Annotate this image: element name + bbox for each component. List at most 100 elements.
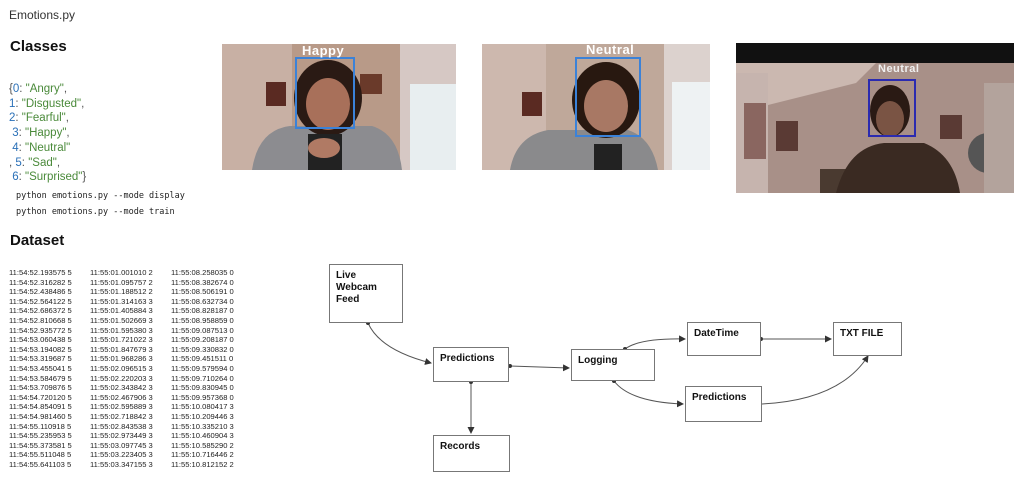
dataset-row: 11:55:09.208187 0 [171, 335, 234, 345]
dataset-row: 11:55:02.220203 3 [90, 373, 153, 383]
dataset-row: 11:54:52.316282 5 [9, 277, 72, 287]
dataset-row: 11:55:01.405884 3 [90, 306, 153, 316]
dataset-row: 11:54:53.455041 5 [9, 363, 72, 373]
dataset-row: 11:55:01.595380 3 [90, 325, 153, 335]
dataset-row: 11:54:55.373581 5 [9, 440, 72, 450]
dataset-row: 11:55:01.001010 2 [90, 268, 153, 277]
dataset-row: 11:54:54.981460 5 [9, 411, 72, 421]
emotion-label: Neutral [878, 63, 920, 75]
class-label: "Neutral" [25, 141, 71, 154]
webcam-frame-happy: Happy [222, 44, 456, 170]
dataset-row: 11:55:01.721022 3 [90, 335, 153, 345]
dataset-row: 11:54:54.854091 5 [9, 402, 72, 412]
flow-node-logging: Logging [571, 349, 655, 381]
dataset-row: 11:55:08.258035 0 [171, 268, 234, 277]
flow-node-predictions-log: Predictions [685, 386, 762, 422]
dataset-row: 11:55:02.467906 3 [90, 392, 153, 402]
dataset-row: 11:55:08.632734 0 [171, 296, 234, 306]
class-key: 0 [12, 83, 20, 95]
dataset-row: 11:55:02.343842 3 [90, 383, 153, 393]
dataset-row: 11:55:01.095757 2 [90, 277, 153, 287]
dataset-row: 11:55:03.223405 3 [90, 450, 153, 460]
dataset-row: 11:55:10.460904 3 [171, 431, 234, 441]
dataset-row: 11:55:02.096515 3 [90, 363, 153, 373]
dataset-row: 11:54:53.584679 5 [9, 373, 72, 383]
file-title: Emotions.py [9, 8, 76, 22]
flow-node-datetime: DateTime [687, 322, 761, 356]
face-box [868, 79, 916, 137]
dataset-row: 11:55:10.335210 3 [171, 421, 234, 431]
dataset-row: 11:55:08.958859 0 [171, 315, 234, 325]
command-train: python emotions.py --mode train [16, 207, 175, 217]
dataset-row: 11:55:02.595889 3 [90, 402, 153, 412]
dataset-row: 11:55:09.830945 0 [171, 383, 234, 393]
classes-heading: Classes [10, 38, 67, 55]
webcam-frame-neutral: Neutral [482, 44, 710, 170]
dataset-row: 11:54:53.319687 5 [9, 354, 72, 364]
dataset-row: 11:55:10.716446 2 [171, 450, 234, 460]
class-key: 4 [12, 141, 19, 154]
dataset-row: 11:55:09.710264 0 [171, 373, 234, 383]
dataset-row: 11:55:01.847679 3 [90, 344, 153, 354]
webcam-frame-live: Neutral [736, 43, 1014, 193]
dataset-row: 11:55:02.973449 3 [90, 431, 153, 441]
class-key: 2 [9, 112, 16, 125]
face-box [295, 57, 355, 129]
class-key: 3 [12, 127, 19, 140]
dataset-row: 11:55:08.506191 0 [171, 287, 234, 297]
class-label: "Fearful" [21, 112, 66, 125]
dataset-row: 11:55:02.718842 3 [90, 411, 153, 421]
class-label: "Disgusted" [21, 97, 82, 110]
dataset-row: 11:54:53.709876 5 [9, 383, 72, 393]
dataset-row: 11:54:55.110918 5 [9, 421, 72, 431]
connector-logging-datetime [623, 335, 686, 351]
connector-webcam-predictions [366, 321, 432, 365]
flow-node-records: Records [433, 435, 510, 472]
dataset-row: 11:54:52.193575 5 [9, 268, 72, 277]
dataset-row: 11:54:52.686372 5 [9, 306, 72, 316]
dataset-row: 11:55:09.330832 0 [171, 344, 234, 354]
dataset-row: 11:55:09.957368 0 [171, 392, 234, 402]
dataset-row: 11:54:55.511048 5 [9, 450, 72, 460]
dataset-row: 11:55:01.968286 3 [90, 354, 153, 364]
classes-dict: {0: "Angry", 1: "Disgusted", 2: "Fearful… [9, 83, 87, 184]
dataset-row: 11:55:09.579594 0 [171, 363, 234, 373]
dataset-row: 11:54:54.720120 5 [9, 392, 72, 402]
connector-predictions-txt [761, 355, 869, 405]
flow-node-predictions: Predictions [433, 347, 509, 382]
dataset-row: 11:55:03.097745 3 [90, 440, 153, 450]
dataset-row: 11:55:09.451511 0 [171, 354, 234, 364]
dataset-row: 11:55:01.314163 3 [90, 296, 153, 306]
dataset-row: 11:54:52.564122 5 [9, 296, 72, 306]
dataset-row: 11:55:01.502669 3 [90, 315, 153, 325]
dataset-row: 11:55:08.382674 0 [171, 277, 234, 287]
dataset-row: 11:54:55.641103 5 [9, 459, 72, 469]
connector-logging-predictions [612, 379, 684, 408]
dataset-heading: Dataset [10, 232, 65, 249]
command-display: python emotions.py --mode display [16, 191, 185, 201]
flow-node-webcam: Live Webcam Feed [329, 264, 403, 323]
dataset-row: 11:54:52.810668 5 [9, 315, 72, 325]
class-label: "Surprised" [25, 171, 83, 184]
dataset-row: 11:54:52.935772 5 [9, 325, 72, 335]
class-key: 6 [12, 171, 19, 184]
dataset-row: 11:54:53.060438 5 [9, 335, 72, 345]
face-box [575, 57, 641, 137]
dataset-row: 11:55:02.843538 3 [90, 421, 153, 431]
emotion-label: Happy [302, 44, 345, 58]
class-label: "Angry" [25, 83, 64, 95]
dataset-row: 11:55:10.080417 3 [171, 402, 234, 412]
emotion-label: Neutral [586, 44, 635, 57]
dataset-row: 11:54:53.194082 5 [9, 344, 72, 354]
dataset-row: 11:55:10.585290 2 [171, 440, 234, 450]
dataset-row: 11:54:52.438486 5 [9, 287, 72, 297]
dataset-row: 11:55:03.347155 3 [90, 459, 153, 469]
class-label: "Sad" [28, 156, 57, 169]
class-key: 1 [9, 97, 16, 110]
connector-predictions-logging [508, 364, 570, 372]
dataset-row: 11:55:08.828187 0 [171, 306, 234, 316]
